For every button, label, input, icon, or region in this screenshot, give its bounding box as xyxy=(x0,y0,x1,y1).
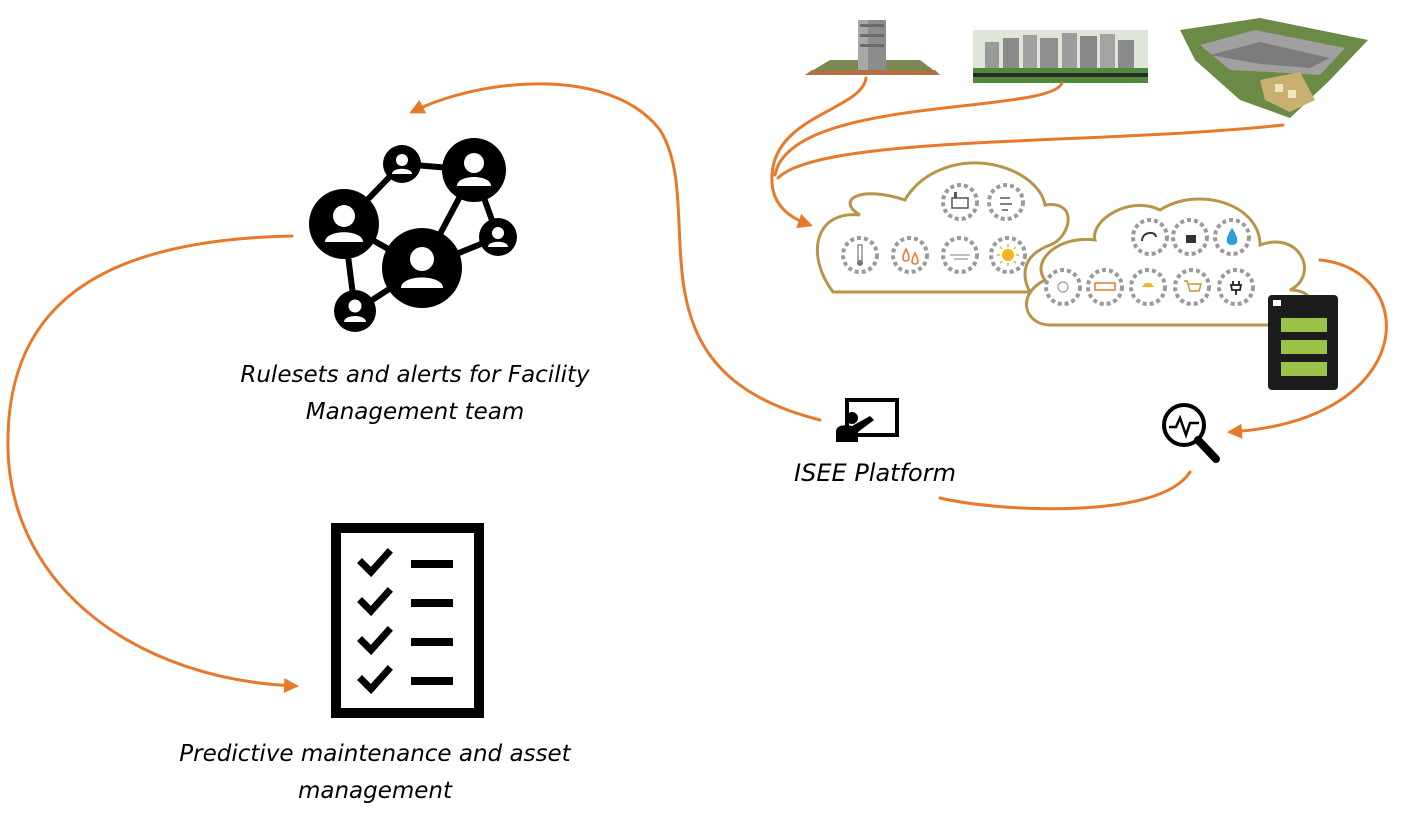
cloud2-sensors xyxy=(1044,218,1255,306)
cloud1-sensors xyxy=(841,183,1027,274)
wind-line-icon xyxy=(941,236,979,274)
arrow-building2-to-cloud xyxy=(773,81,1064,177)
power-plug-icon xyxy=(1217,268,1255,306)
building-image-3 xyxy=(1180,18,1368,118)
sun-icon xyxy=(989,236,1027,274)
shopping-cart-icon xyxy=(1173,268,1211,306)
building-image-2 xyxy=(973,30,1148,83)
building-image-1 xyxy=(805,20,940,75)
checklist-icon xyxy=(331,523,484,718)
rulesets-label-line2: Management team xyxy=(305,399,525,425)
water-drop-icon xyxy=(1213,218,1251,256)
arrow-analytics-to-platform xyxy=(938,470,1192,511)
flow-arrows xyxy=(6,76,1388,694)
person-node xyxy=(479,218,517,256)
person-node xyxy=(382,228,462,308)
air-conditioner-icon xyxy=(1086,268,1124,306)
shower-icon xyxy=(1131,218,1169,256)
predictive-label-line2: management xyxy=(297,778,453,804)
ceiling-lamp-icon xyxy=(1129,268,1167,306)
people-network-icon xyxy=(309,138,517,332)
arrow-building1-to-cloud xyxy=(770,76,868,229)
predictive-label-line1: Predictive maintenance and asset xyxy=(179,741,571,767)
sensor-cloud-2 xyxy=(1025,197,1314,327)
person-node xyxy=(334,290,376,332)
arrow-building3-to-cloud xyxy=(776,123,1285,180)
bath-icon xyxy=(1171,218,1209,256)
rulesets-label-line1: Rulesets and alerts for Facility xyxy=(240,362,590,388)
wind-icon xyxy=(987,183,1025,221)
presenter-board-icon xyxy=(836,398,899,442)
arrow-rulesets-to-maintenance xyxy=(6,234,299,694)
server-rack-icon xyxy=(1268,295,1338,390)
platform-label-text: ISEE Platform xyxy=(794,459,956,487)
rulesets-label: Rulesets and alerts for Facility Managem… xyxy=(200,357,630,431)
lightbulb-icon xyxy=(1044,268,1082,306)
arrow-cloud-to-analytics xyxy=(1227,258,1388,439)
arrow-platform-to-rulesets xyxy=(409,82,822,422)
person-node xyxy=(309,189,379,259)
thermometer-icon xyxy=(841,236,879,274)
factory-icon xyxy=(941,183,979,221)
humidity-drops-icon xyxy=(891,236,929,274)
platform-label: ISEE Platform xyxy=(770,455,980,492)
person-node xyxy=(442,138,506,202)
magnifier-pulse-icon xyxy=(1162,403,1220,463)
person-node xyxy=(383,145,421,183)
predictive-label: Predictive maintenance and asset managem… xyxy=(160,736,590,810)
